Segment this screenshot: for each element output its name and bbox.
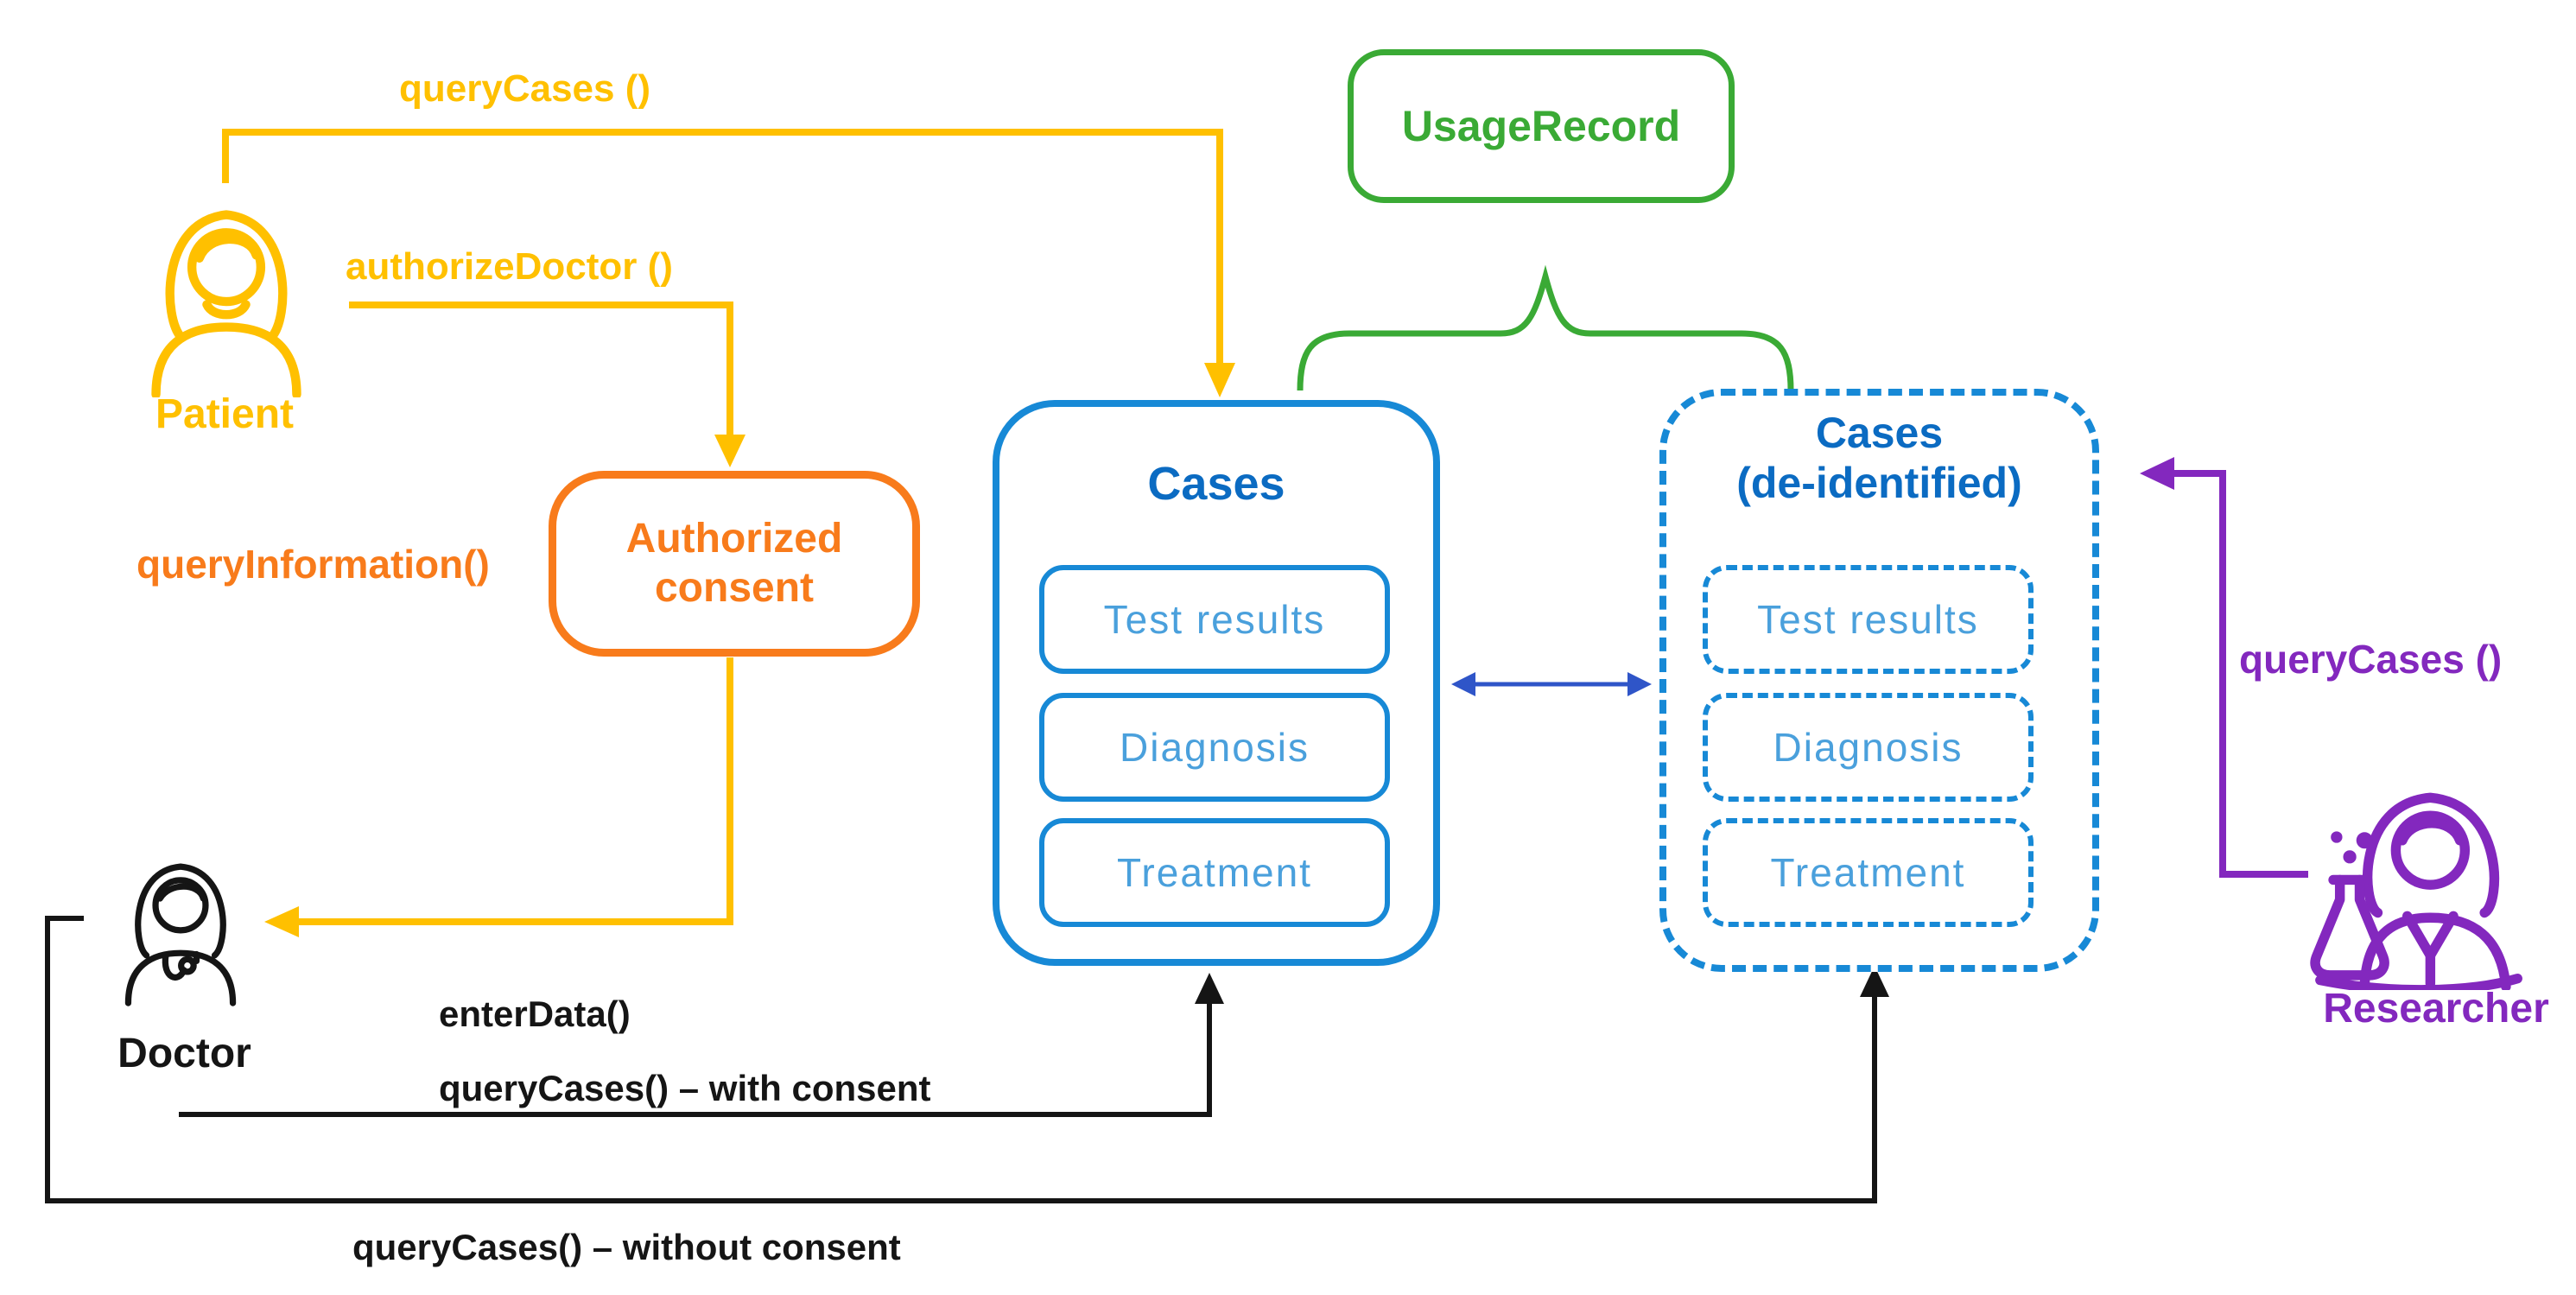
cases-sync-arrowhead-left <box>1451 672 1475 696</box>
authorize-doctor-arrowhead <box>714 435 746 467</box>
deid-item-test-results: Test results <box>1703 565 2034 674</box>
authorize-doctor-label: authorizeDoctor () <box>346 245 673 288</box>
cases-item-diagnosis: Diagnosis <box>1039 693 1390 802</box>
deid-item-treatment: Treatment <box>1703 818 2034 927</box>
researcher-label: Researcher <box>2323 986 2549 1032</box>
cases-deidentified-box: Cases (de-identified) Test results Diagn… <box>1659 389 2099 972</box>
query-cases-without-consent-label: queryCases() – without consent <box>352 1227 901 1267</box>
doctor-icon <box>124 863 237 1006</box>
authorize-doctor-line <box>349 302 733 437</box>
cases-sync-arrowhead-right <box>1627 672 1652 696</box>
cases-deidentified-title-line1: Cases <box>1815 409 1944 457</box>
enter-data-label: enterData() <box>439 993 631 1034</box>
patient-query-cases-label: queryCases () <box>399 67 651 110</box>
consent-to-doctor-line <box>295 657 733 925</box>
patient-label: Patient <box>155 391 295 437</box>
cases-deidentified-title: Cases (de-identified) <box>1666 408 2092 508</box>
cases-item-test-results: Test results <box>1039 565 1390 674</box>
cases-item-treatment: Treatment <box>1039 818 1390 927</box>
deid-item-diagnosis: Diagnosis <box>1703 693 2034 802</box>
researcher-icon <box>2310 792 2522 990</box>
without-consent-line <box>45 916 1877 1203</box>
usage-record-brace <box>1297 264 1794 391</box>
with-consent-arrowhead <box>1195 973 1224 1004</box>
consent-to-doctor-arrowhead <box>264 906 299 937</box>
query-cases-with-consent-label: queryCases() – with consent <box>439 1068 931 1108</box>
usage-record-box: UsageRecord <box>1348 49 1735 203</box>
researcher-query-cases-arrowhead <box>2140 457 2174 490</box>
query-information-label: queryInformation() <box>136 542 490 587</box>
cases-deidentified-title-line2: (de-identified) <box>1736 459 2022 507</box>
researcher-query-cases-label: queryCases () <box>2239 637 2503 682</box>
cases-title: Cases <box>1147 458 1285 510</box>
doctor-label: Doctor <box>117 1031 251 1076</box>
patient-query-cases-arrowhead <box>1204 363 1235 397</box>
cases-box: Cases Test results Diagnosis Treatment <box>993 400 1440 966</box>
patient-icon <box>151 210 301 397</box>
authorized-consent-box: Authorized consent <box>549 471 920 657</box>
